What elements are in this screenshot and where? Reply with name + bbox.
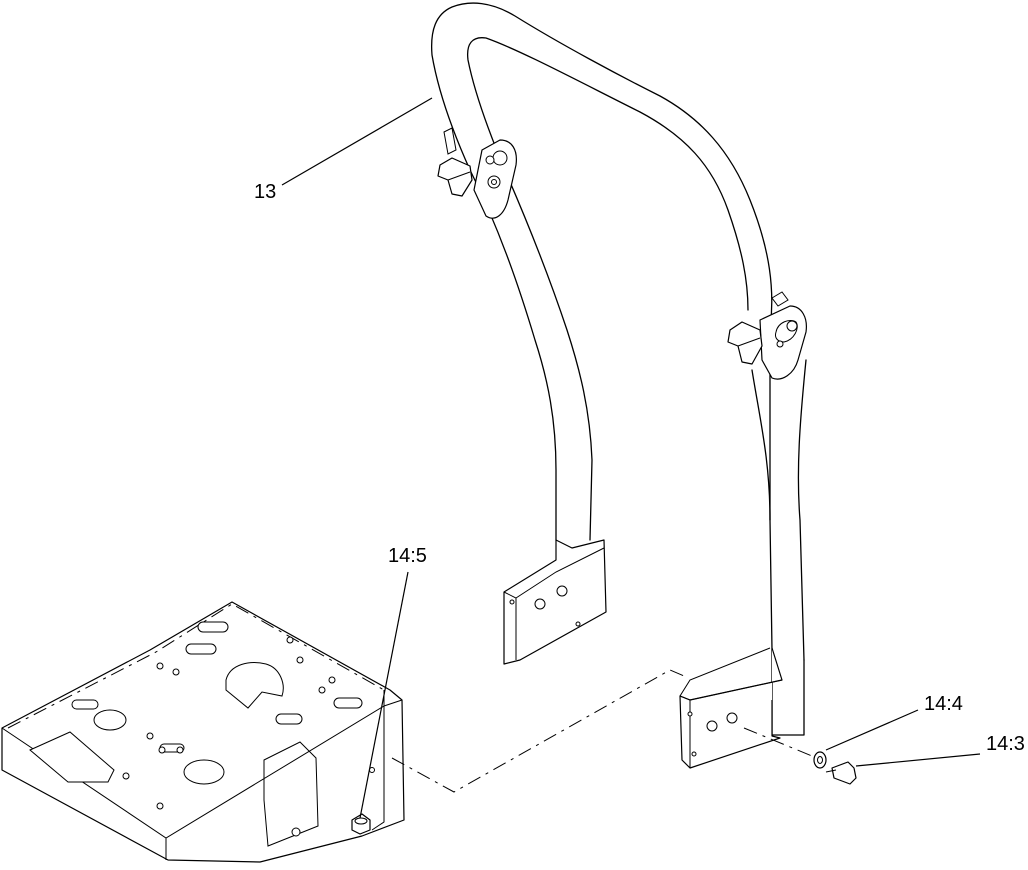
washer-14-4: [813, 751, 827, 769]
bolt-14-3: [825, 761, 857, 785]
callout-14-5-label: 14:5: [388, 545, 427, 567]
callout-14-4: 14:4: [825, 693, 963, 751]
nut-14-5: [351, 813, 371, 835]
callout-14-3: 14:3: [855, 733, 1025, 767]
callout-13-label: 13: [254, 181, 276, 203]
callout-13: 13: [254, 97, 433, 203]
seat-base-plate: [1, 601, 405, 863]
callout-14-4-label: 14:4: [924, 693, 963, 715]
roll-bar: [430, 2, 807, 769]
callout-14-3-label: 14:3: [986, 733, 1025, 755]
callout-14-5: 14:5: [359, 545, 427, 819]
